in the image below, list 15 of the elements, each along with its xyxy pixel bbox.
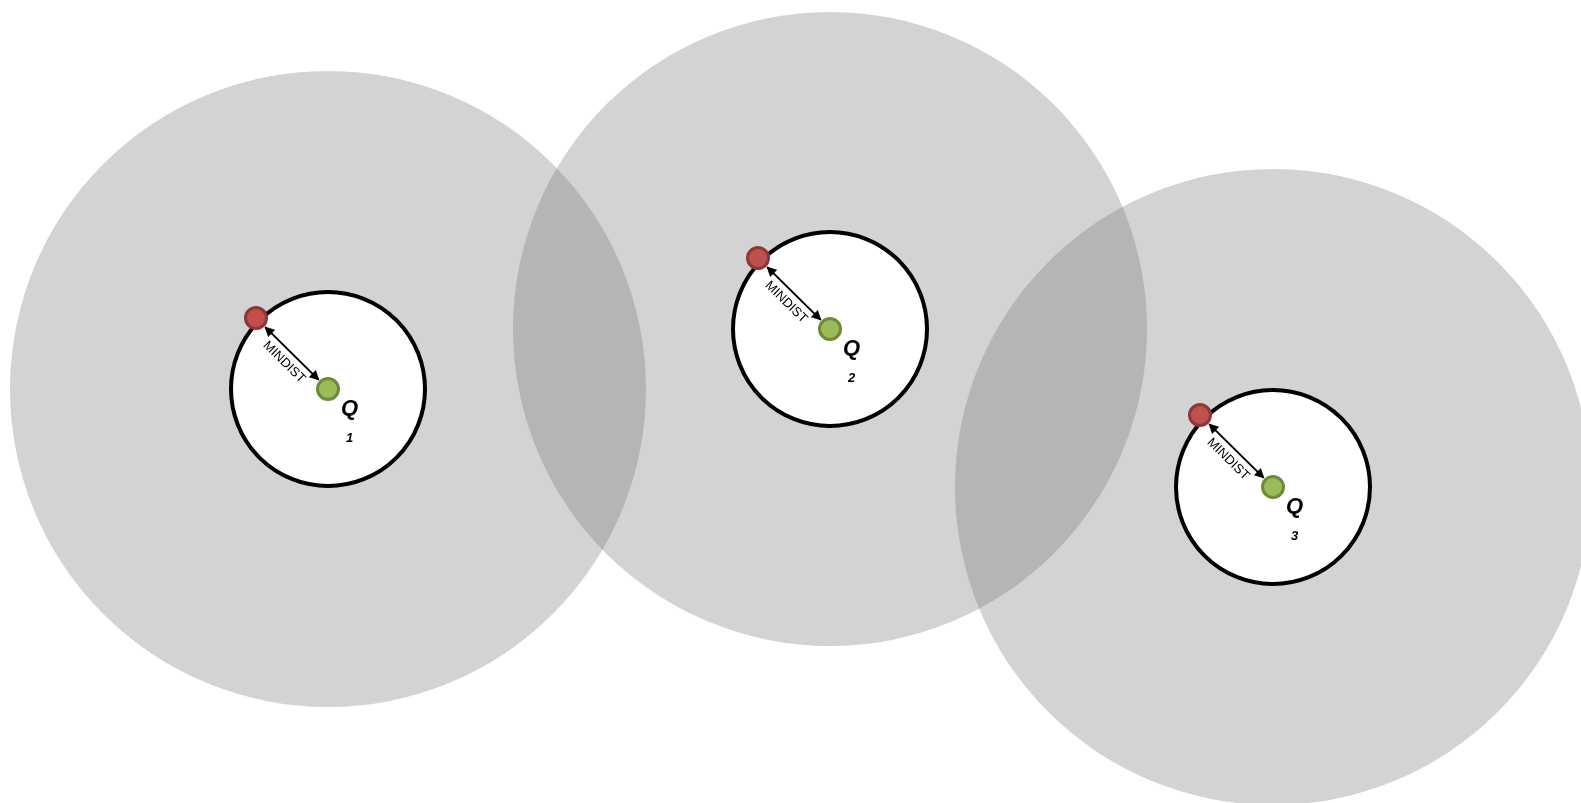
- query-point: [1261, 475, 1285, 499]
- point-index: 2: [848, 371, 856, 384]
- point-label: Q: [341, 397, 359, 419]
- distance-arrow: [264, 326, 320, 381]
- query-point: [316, 377, 340, 401]
- nearest-point: [746, 246, 770, 270]
- point-label: Q: [843, 337, 861, 359]
- nearest-point: [1188, 403, 1212, 427]
- point-index: 3: [1291, 529, 1299, 542]
- distance-arrow: [766, 266, 822, 321]
- query-point: [818, 317, 842, 341]
- distance-arrow: [1208, 423, 1265, 479]
- point-label: Q: [1286, 495, 1304, 517]
- point-index: 1: [346, 431, 354, 444]
- nearest-point: [244, 306, 268, 330]
